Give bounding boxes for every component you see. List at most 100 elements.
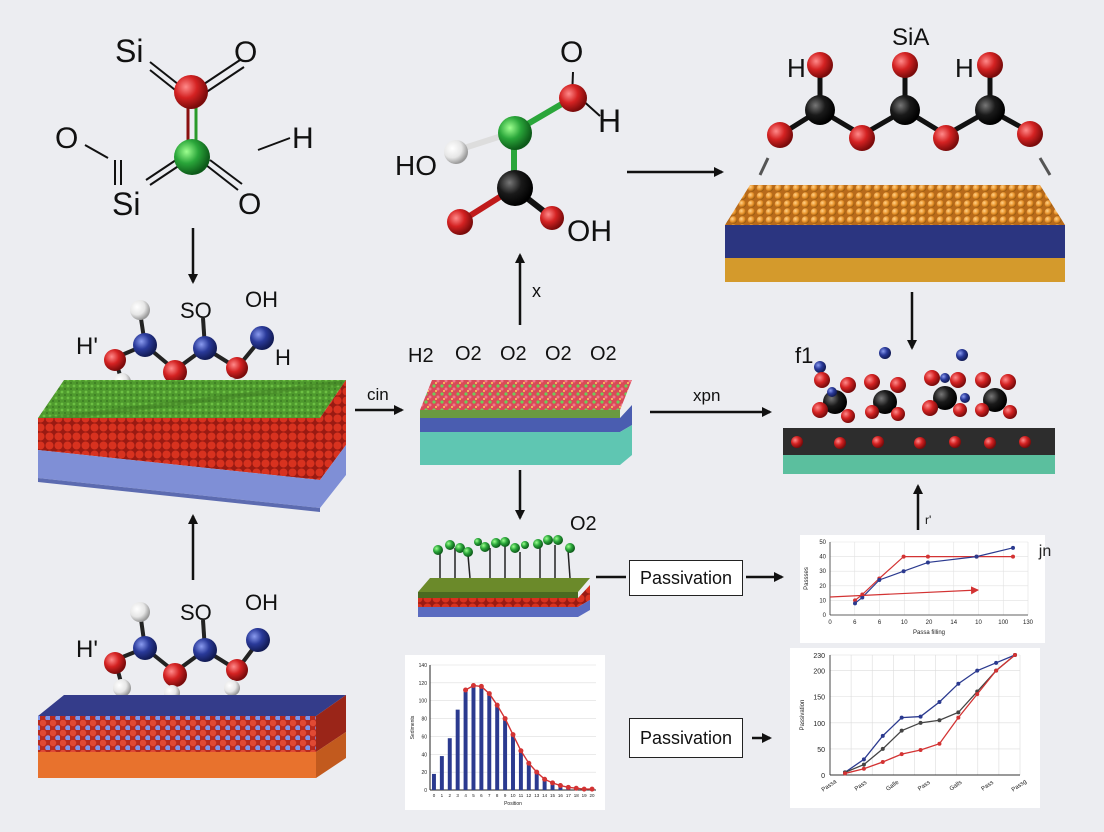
x-tick-label: 7	[488, 793, 491, 798]
series-point	[974, 554, 979, 559]
series-point	[899, 728, 904, 733]
x-tick-label: 11	[519, 793, 524, 798]
x-tick-label: 6	[878, 620, 882, 626]
x-tick-label: 12	[526, 793, 532, 798]
y-tick-label: 80	[421, 717, 427, 723]
y-axis-label: Sediments	[410, 715, 416, 739]
bar	[518, 750, 523, 790]
oxygen-atom	[559, 84, 587, 112]
oxygen-atom	[174, 75, 208, 109]
series-point	[937, 741, 942, 746]
x-tick-label: 14	[950, 620, 957, 626]
series-point	[918, 714, 923, 719]
oh-label: OH	[245, 287, 278, 312]
series-point	[880, 733, 885, 738]
y-tick-label: 200	[813, 669, 825, 676]
trend-point	[573, 785, 579, 791]
x-tick-label: 3	[456, 793, 459, 798]
series-point	[860, 595, 865, 600]
trend-point	[478, 683, 484, 689]
sia-title-text: SiA	[892, 24, 929, 51]
series-point	[937, 699, 942, 704]
y-tick-label: 0	[821, 773, 825, 780]
series-point	[918, 747, 923, 752]
y-axis-label: Passivation	[800, 700, 806, 731]
so-label: SO	[180, 298, 212, 323]
hydrogen-atom	[444, 140, 468, 164]
x-tick-label: 2	[449, 793, 452, 798]
series-point	[861, 762, 866, 767]
oxygen-atom	[447, 209, 473, 235]
bar	[511, 734, 515, 790]
left-bottom-slab	[38, 695, 346, 778]
h1-label: H	[787, 53, 806, 83]
bar	[479, 686, 484, 790]
series-point	[925, 560, 930, 565]
x-tick-label: 20	[590, 793, 596, 798]
series-point	[861, 757, 866, 762]
trend-point	[557, 783, 563, 789]
h-label: H	[598, 103, 621, 139]
x-tick-label: 0	[828, 620, 832, 626]
h2-label: H	[955, 53, 974, 83]
h-label: H'	[76, 333, 98, 360]
series-point	[994, 660, 999, 665]
o-left-label: O	[55, 122, 78, 155]
bar	[463, 690, 468, 790]
top-center-molecule: O H HO OH	[395, 36, 621, 248]
annotation-jn: jn	[1038, 543, 1051, 560]
f1-label: f1	[795, 343, 813, 368]
o-bottom-label: O	[238, 188, 261, 221]
left-middle-slab	[38, 380, 346, 512]
bar	[495, 705, 500, 790]
trend-point	[565, 784, 571, 790]
oxygen-atom	[540, 206, 564, 230]
x-tick-label: 1	[441, 793, 444, 798]
trend-point	[510, 732, 516, 738]
series-line	[844, 654, 1016, 775]
bar	[455, 709, 460, 790]
right-middle-slab	[783, 428, 1055, 474]
y-tick-label: 40	[421, 752, 427, 758]
series-point	[880, 759, 885, 764]
y-tick-label: 20	[819, 584, 826, 590]
red-arrow	[829, 586, 979, 598]
molecule-cluster	[864, 374, 906, 421]
top-right-molecule: SiA H H	[758, 24, 1052, 176]
series-point	[853, 598, 857, 603]
passivation-label: Passivation	[639, 567, 733, 588]
trend-point	[550, 780, 556, 786]
trend-point	[518, 748, 524, 754]
series-point	[918, 720, 923, 725]
trend-point	[534, 769, 540, 775]
x-tick-label: 15	[550, 793, 556, 798]
series-point	[925, 554, 930, 559]
series-point	[899, 752, 904, 757]
x-tick-label: 0	[433, 793, 436, 798]
trend-point	[542, 776, 548, 782]
so-label: SO	[180, 600, 212, 625]
y-tick-label: 60	[421, 734, 427, 740]
series-point	[877, 577, 882, 582]
x-tick-label: 6	[480, 793, 483, 798]
green-atom	[498, 116, 532, 150]
o2-label: O2	[545, 343, 572, 365]
passivation-box: Passivation	[629, 718, 743, 758]
x-axis-label: Passa filling	[913, 630, 945, 636]
series-point	[880, 746, 885, 751]
y-tick-label: 100	[419, 699, 428, 705]
series-point	[861, 766, 866, 771]
x-tick-label: 18	[574, 793, 580, 798]
bar	[526, 763, 531, 790]
trend-point	[470, 683, 476, 689]
bar	[534, 772, 539, 790]
y-tick-label: 10	[819, 598, 826, 604]
oh-label: OH	[245, 590, 278, 615]
y-tick-label: 100	[813, 721, 825, 728]
series-point	[994, 668, 999, 673]
chart-background	[790, 648, 1040, 808]
y-tick-label: 120	[419, 681, 428, 687]
trend-point	[463, 687, 469, 693]
trend-point	[502, 716, 508, 722]
